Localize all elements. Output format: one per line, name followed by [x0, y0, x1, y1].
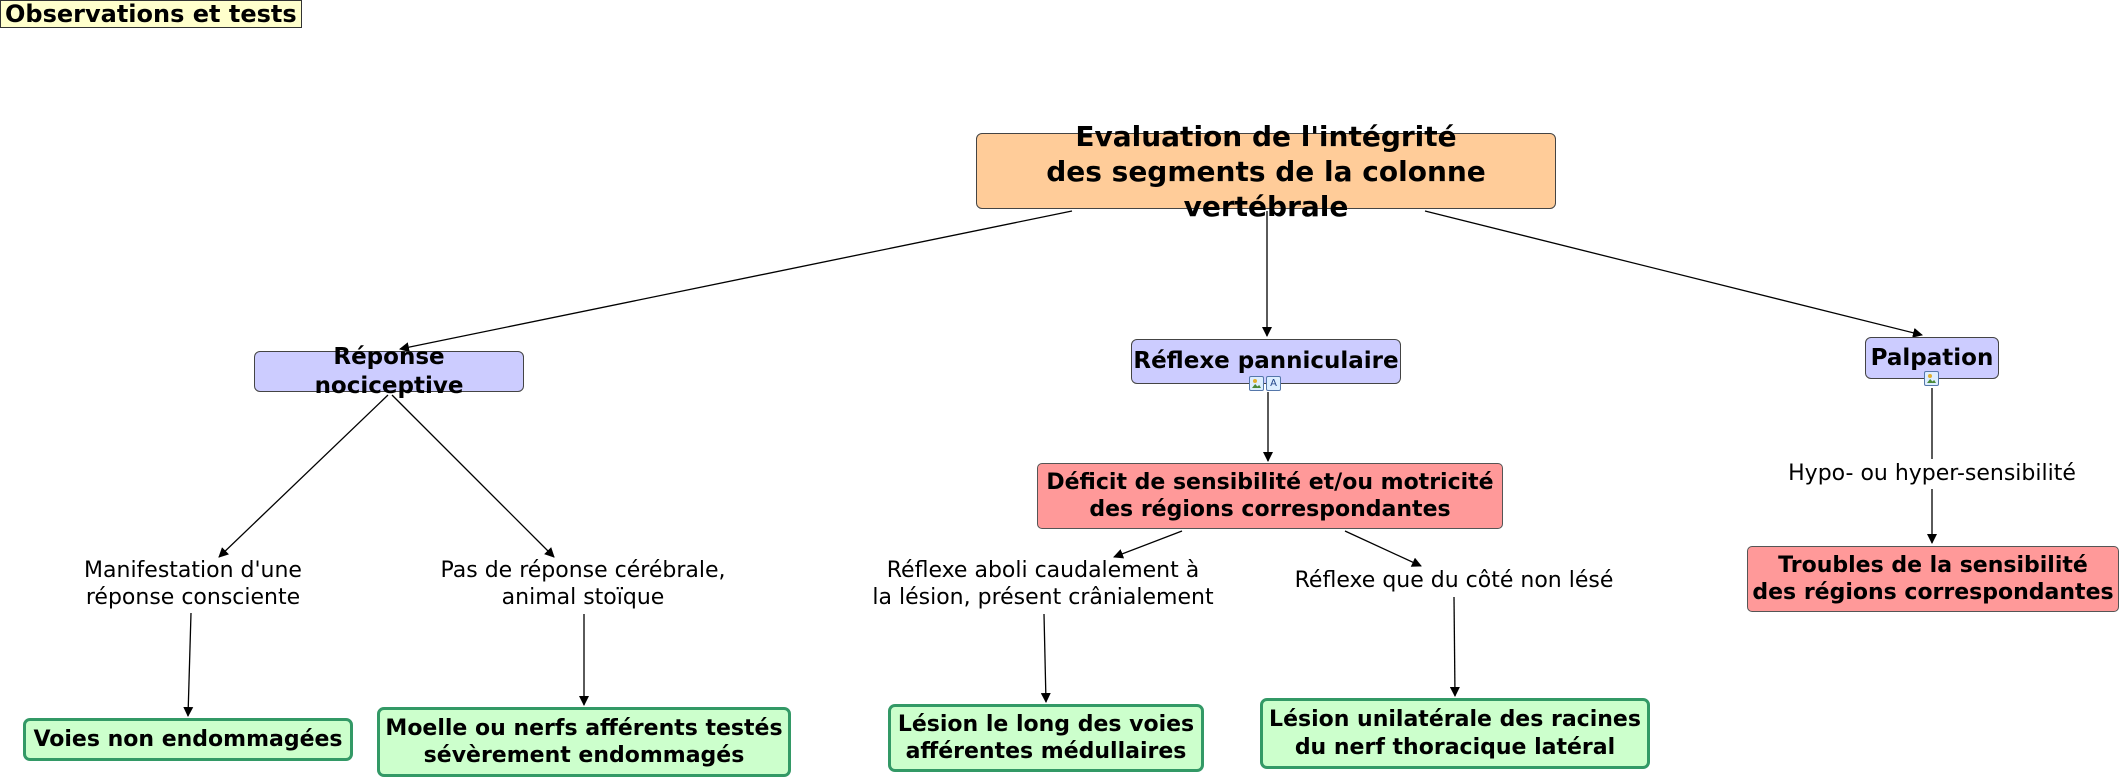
- connector-nociceptive-conscious: [218, 394, 389, 558]
- deficit-node-palpation[interactable]: Troubles de la sensibilité des régions c…: [1747, 546, 2119, 612]
- connector-unilateral-outcome: [1449, 596, 1460, 697]
- connector-root-nociceptive: [399, 210, 1073, 353]
- outcome-node-unilateral[interactable]: Lésion unilatérale des racines du nerf t…: [1260, 698, 1650, 769]
- page-title: Observations et tests: [0, 0, 302, 28]
- connector-deficit-unilateral: [1344, 530, 1422, 567]
- outcome-node-medullary[interactable]: Lésion le long des voies afférentes médu…: [888, 704, 1204, 772]
- image-icon[interactable]: [1924, 371, 1939, 386]
- outcome-node-severe[interactable]: Moelle ou nerfs afférents testés sévèrem…: [377, 707, 791, 777]
- connector-conscious-intact: [183, 612, 194, 717]
- connector-nociceptive-stoic: [391, 394, 555, 558]
- branch-node-panniculaire[interactable]: Réflexe panniculaire: [1131, 339, 1401, 384]
- link-label-conscious: Manifestation d'une réponse consciente: [84, 557, 302, 611]
- branch-node-nociceptive[interactable]: Réponse nociceptive: [254, 344, 524, 399]
- connector-abolished-medullary: [1040, 613, 1051, 703]
- deficit-node-panniculaire[interactable]: Déficit de sensibilité et/ou motricité d…: [1037, 463, 1503, 529]
- link-label-stoic: Pas de réponse cérébrale, animal stoïque: [440, 557, 726, 611]
- connector-deficit-abolished: [1113, 530, 1183, 559]
- link-label-hypo-hyper: Hypo- ou hyper-sensibilité: [1788, 461, 2076, 487]
- image-icon[interactable]: [1249, 376, 1264, 391]
- link-label-reflex-unilateral: Réflexe que du côté non lésé: [1294, 568, 1614, 594]
- outcome-node-intact[interactable]: Voies non endommagées: [23, 718, 353, 761]
- connector-root-palpation: [1424, 210, 1923, 338]
- translate-icon[interactable]: A: [1266, 376, 1281, 391]
- link-label-reflex-abolished: Réflexe aboli caudalement à la lésion, p…: [872, 557, 1214, 611]
- root-node-evaluation[interactable]: Evaluation de l'intégrité des segments d…: [976, 120, 1556, 223]
